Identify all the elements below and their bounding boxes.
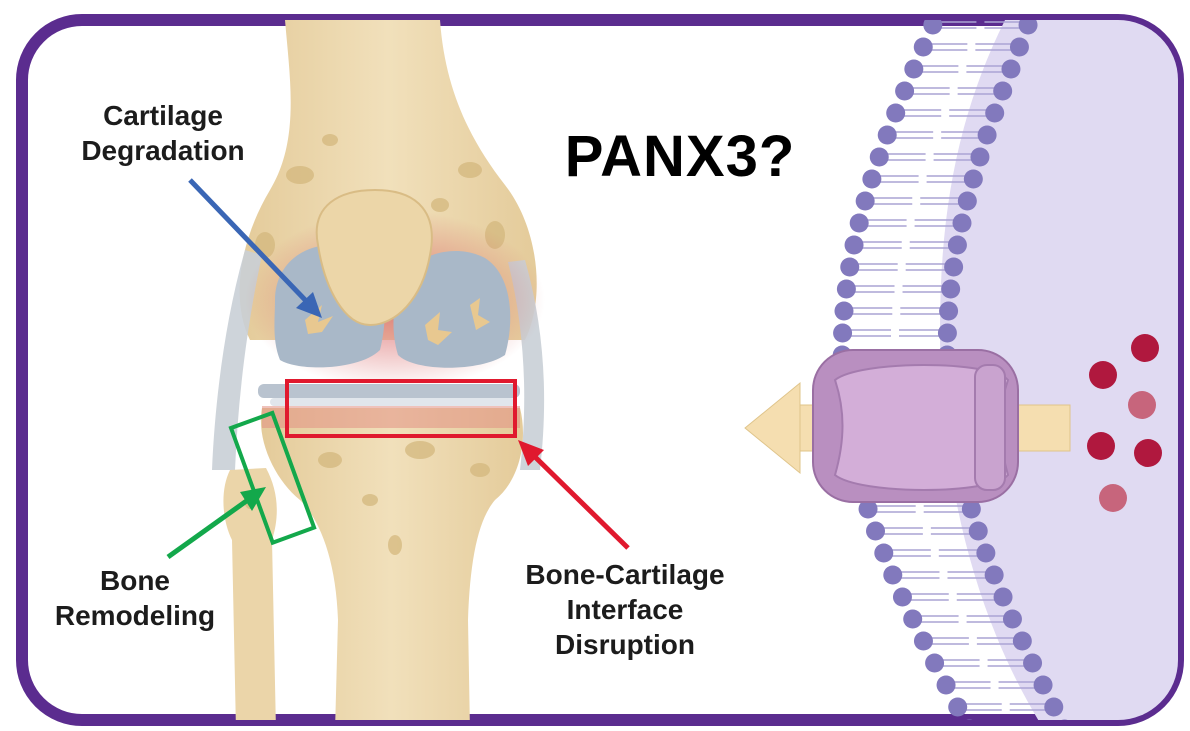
label-line: Degradation: [48, 133, 278, 168]
lipid-head: [870, 148, 889, 167]
ion: [1134, 439, 1162, 467]
lipid-head: [939, 302, 958, 321]
label-line: Bone-Cartilage: [490, 557, 760, 592]
lipid-head: [904, 60, 923, 79]
lipid-head: [874, 544, 893, 563]
ion: [1128, 391, 1156, 419]
ion: [1089, 361, 1117, 389]
lipid-head: [958, 192, 977, 211]
lipid-head: [970, 148, 989, 167]
lipid-head: [985, 104, 1004, 123]
title-panx3: PANX3?: [540, 128, 820, 186]
lipid-head: [834, 302, 853, 321]
lipid-head: [993, 82, 1012, 101]
lipid-head: [893, 588, 912, 607]
lipid-head: [925, 654, 944, 673]
lipid-head: [833, 324, 852, 343]
lipid-head: [1003, 610, 1022, 629]
lipid-head: [862, 170, 881, 189]
label-line: Remodeling: [30, 598, 240, 633]
ion: [1087, 432, 1115, 460]
lipid-head: [978, 126, 997, 145]
lipid-head: [941, 280, 960, 299]
label-line: Bone: [30, 563, 240, 598]
lipid-head: [1044, 698, 1063, 717]
lipid-head: [914, 632, 933, 651]
label-line: Disruption: [490, 627, 760, 662]
label-bone-remodeling: Bone Remodeling: [30, 563, 240, 633]
lipid-head: [953, 214, 972, 233]
lipid-head: [914, 38, 933, 57]
lipid-head: [878, 126, 897, 145]
meniscus: [258, 384, 520, 398]
lipid-head: [964, 170, 983, 189]
label-line: Cartilage: [48, 98, 278, 133]
lipid-head: [948, 698, 967, 717]
lipid-head: [976, 544, 995, 563]
label-cartilage-degradation: Cartilage Degradation: [48, 98, 278, 168]
label-bone-cartilage-interface: Bone-Cartilage Interface Disruption: [490, 557, 760, 662]
lipid-head: [850, 214, 869, 233]
lipid-head: [937, 676, 956, 695]
label-line: Interface: [490, 592, 760, 627]
lipid-head: [938, 324, 957, 343]
lipid-head: [1001, 60, 1020, 79]
lipid-head: [1023, 654, 1042, 673]
lipid-tail: [977, 726, 1056, 731]
lipid-head: [837, 280, 856, 299]
lipid-head: [845, 236, 864, 255]
ion: [1099, 484, 1127, 512]
lipid-head: [866, 522, 885, 541]
lipid-head: [985, 566, 1004, 585]
lipid-head: [948, 236, 967, 255]
lipid-head: [944, 258, 963, 277]
ion: [1131, 334, 1159, 362]
lipid-head: [895, 82, 914, 101]
lipid-head: [840, 258, 859, 277]
lipid-head: [856, 192, 875, 211]
lipid-head: [1034, 676, 1053, 695]
lipid-head: [1013, 632, 1032, 651]
lipid-head: [883, 566, 902, 585]
lipid-head: [903, 610, 922, 629]
lipid-head: [886, 104, 905, 123]
lipid-head: [969, 522, 988, 541]
lipid-head: [1010, 38, 1029, 57]
panx3-channel-icon: [813, 350, 1018, 502]
lipid-head: [994, 588, 1013, 607]
